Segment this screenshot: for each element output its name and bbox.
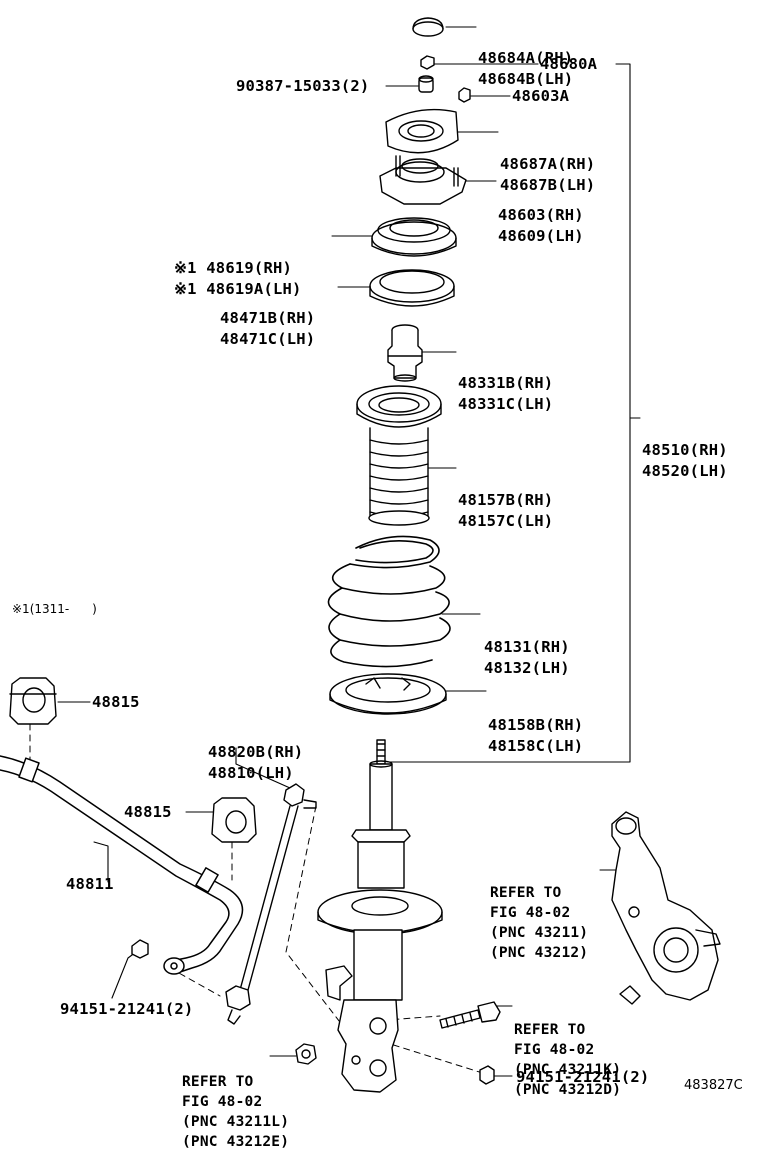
label-48331: 48331B(RH)48331C(LH) — [458, 374, 554, 413]
label-48603: 48603(RH)48609(LH) — [498, 206, 584, 245]
label-48820: 48820B(RH)48810(LH) — [208, 743, 304, 782]
boot-48157 — [356, 385, 442, 526]
label-48815-lower: 48815 — [124, 803, 172, 821]
nut-ref3 — [295, 1043, 317, 1065]
stabilizer-bar — [0, 755, 244, 975]
label-48158: 48158B(RH)48158C(LH) — [488, 716, 584, 755]
label-90387: 90387-15033(2) — [236, 77, 370, 95]
label-48815-upper: 48815 — [92, 693, 140, 711]
bushing-48815-upper — [9, 677, 57, 725]
label-48680a: 48680A — [540, 55, 598, 73]
label-48684: 48684A(RH)48684B(LH) — [478, 49, 574, 88]
label-48687: 48687A(RH)48687B(LH) — [500, 155, 596, 194]
bump-stopper-48331 — [387, 324, 423, 382]
insulator-48471 — [369, 269, 455, 307]
label-94151-left: 94151-21241(2) — [60, 1000, 194, 1018]
label-94151-right: 94151-21241(2) — [516, 1068, 650, 1086]
nut-48680a — [420, 55, 435, 70]
spring-seat-48158 — [329, 673, 447, 715]
shock-absorber — [317, 739, 443, 1093]
nut-48603a — [458, 87, 471, 103]
label-48131: 48131(RH)48132(LH) — [484, 638, 570, 677]
coil-spring-48131 — [327, 535, 451, 668]
stabilizer-link — [225, 783, 317, 1025]
nut-94151-left — [131, 939, 149, 959]
plate-48687 — [385, 108, 459, 154]
steering-knuckle — [611, 811, 721, 1005]
diagram-code: 483827C — [684, 1078, 743, 1093]
label-48603a: 48603A — [512, 87, 570, 105]
exploded-parts-diagram — [0, 17, 721, 1093]
bearing-48619 — [371, 217, 457, 257]
bolt-knuckle — [439, 1001, 501, 1029]
label-48811: 48811 — [66, 875, 114, 893]
label-48619: ※1 48619(RH)※1 48619A(LH) — [174, 259, 302, 298]
label-48471: 48471B(RH)48471C(LH) — [220, 309, 316, 348]
leader-lines — [57, 26, 641, 1077]
bushing-48815-lower — [211, 797, 257, 843]
label-48510: 48510(RH)48520(LH) — [642, 441, 728, 480]
nut-94151-right — [479, 1065, 495, 1085]
label-48157: 48157B(RH)48157C(LH) — [458, 491, 554, 530]
cap-48684 — [412, 17, 444, 37]
support-48603 — [379, 155, 467, 205]
collar-90387 — [418, 75, 434, 93]
footnote-1: ※1(1311- ) — [12, 602, 97, 616]
